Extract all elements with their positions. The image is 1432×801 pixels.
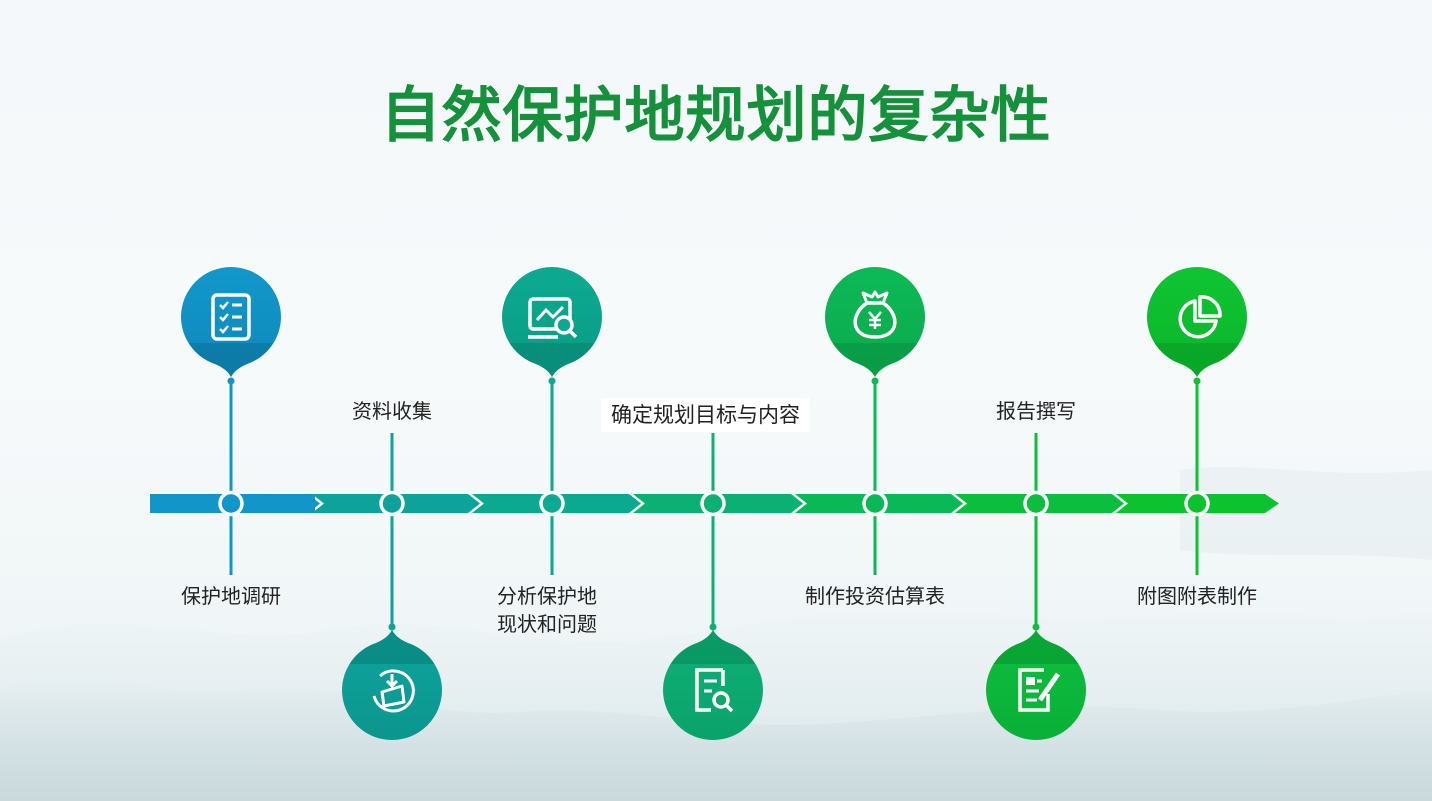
step-node-5 <box>825 267 925 575</box>
document-edit-icon <box>1018 668 1061 712</box>
timeline-node <box>862 490 888 517</box>
badge-shade <box>342 630 442 664</box>
step-label-6: 报告撰写 <box>996 399 1076 423</box>
step-node-7 <box>1147 267 1247 575</box>
connector-dot <box>871 377 879 385</box>
timeline-node <box>1023 490 1049 517</box>
step-node-6 <box>986 433 1086 740</box>
step-label-3: 分析保护地 现状和问题 <box>497 582 597 638</box>
step-label-2: 资料收集 <box>352 399 432 423</box>
box-download-icon <box>372 669 415 713</box>
timeline-node <box>1184 490 1210 517</box>
badge-shade <box>663 630 763 664</box>
badge-shade <box>502 343 602 377</box>
step-label-3-line-1: 分析保护地 <box>497 584 597 608</box>
badge-shade <box>181 343 281 377</box>
step-node-2 <box>342 433 442 740</box>
timeline-node <box>218 490 244 517</box>
connector-dot <box>1193 377 1201 385</box>
connector-dot <box>548 377 556 385</box>
badge-shade <box>986 630 1086 664</box>
connector-dot <box>1032 623 1040 631</box>
page-title: 自然保护地规划的复杂性 <box>380 81 1052 151</box>
money-bag-icon <box>853 290 897 339</box>
step-node-4 <box>663 433 763 740</box>
timeline-node <box>700 490 726 517</box>
step-label-5: 制作投资估算表 <box>805 584 945 608</box>
step-node-3 <box>502 267 602 575</box>
step-label-3-line-2: 现状和问题 <box>497 612 597 636</box>
badge-shade <box>825 343 925 377</box>
step-node-1 <box>181 267 281 575</box>
step-label-7: 附图附表制作 <box>1137 584 1257 608</box>
chart-magnifier-icon <box>528 297 578 339</box>
connector-dot <box>227 377 235 385</box>
step-label-4: 确定规划目标与内容 <box>601 398 810 432</box>
badge-shade <box>1147 343 1247 377</box>
connector-dot <box>709 623 717 631</box>
step-label-1: 保护地调研 <box>181 584 281 608</box>
document-search-icon <box>695 668 734 713</box>
connector-dot <box>388 623 396 631</box>
pie-chart-icon <box>1178 295 1222 339</box>
timeline-node <box>379 490 405 517</box>
checklist-icon <box>211 293 251 341</box>
timeline-node <box>539 490 565 517</box>
